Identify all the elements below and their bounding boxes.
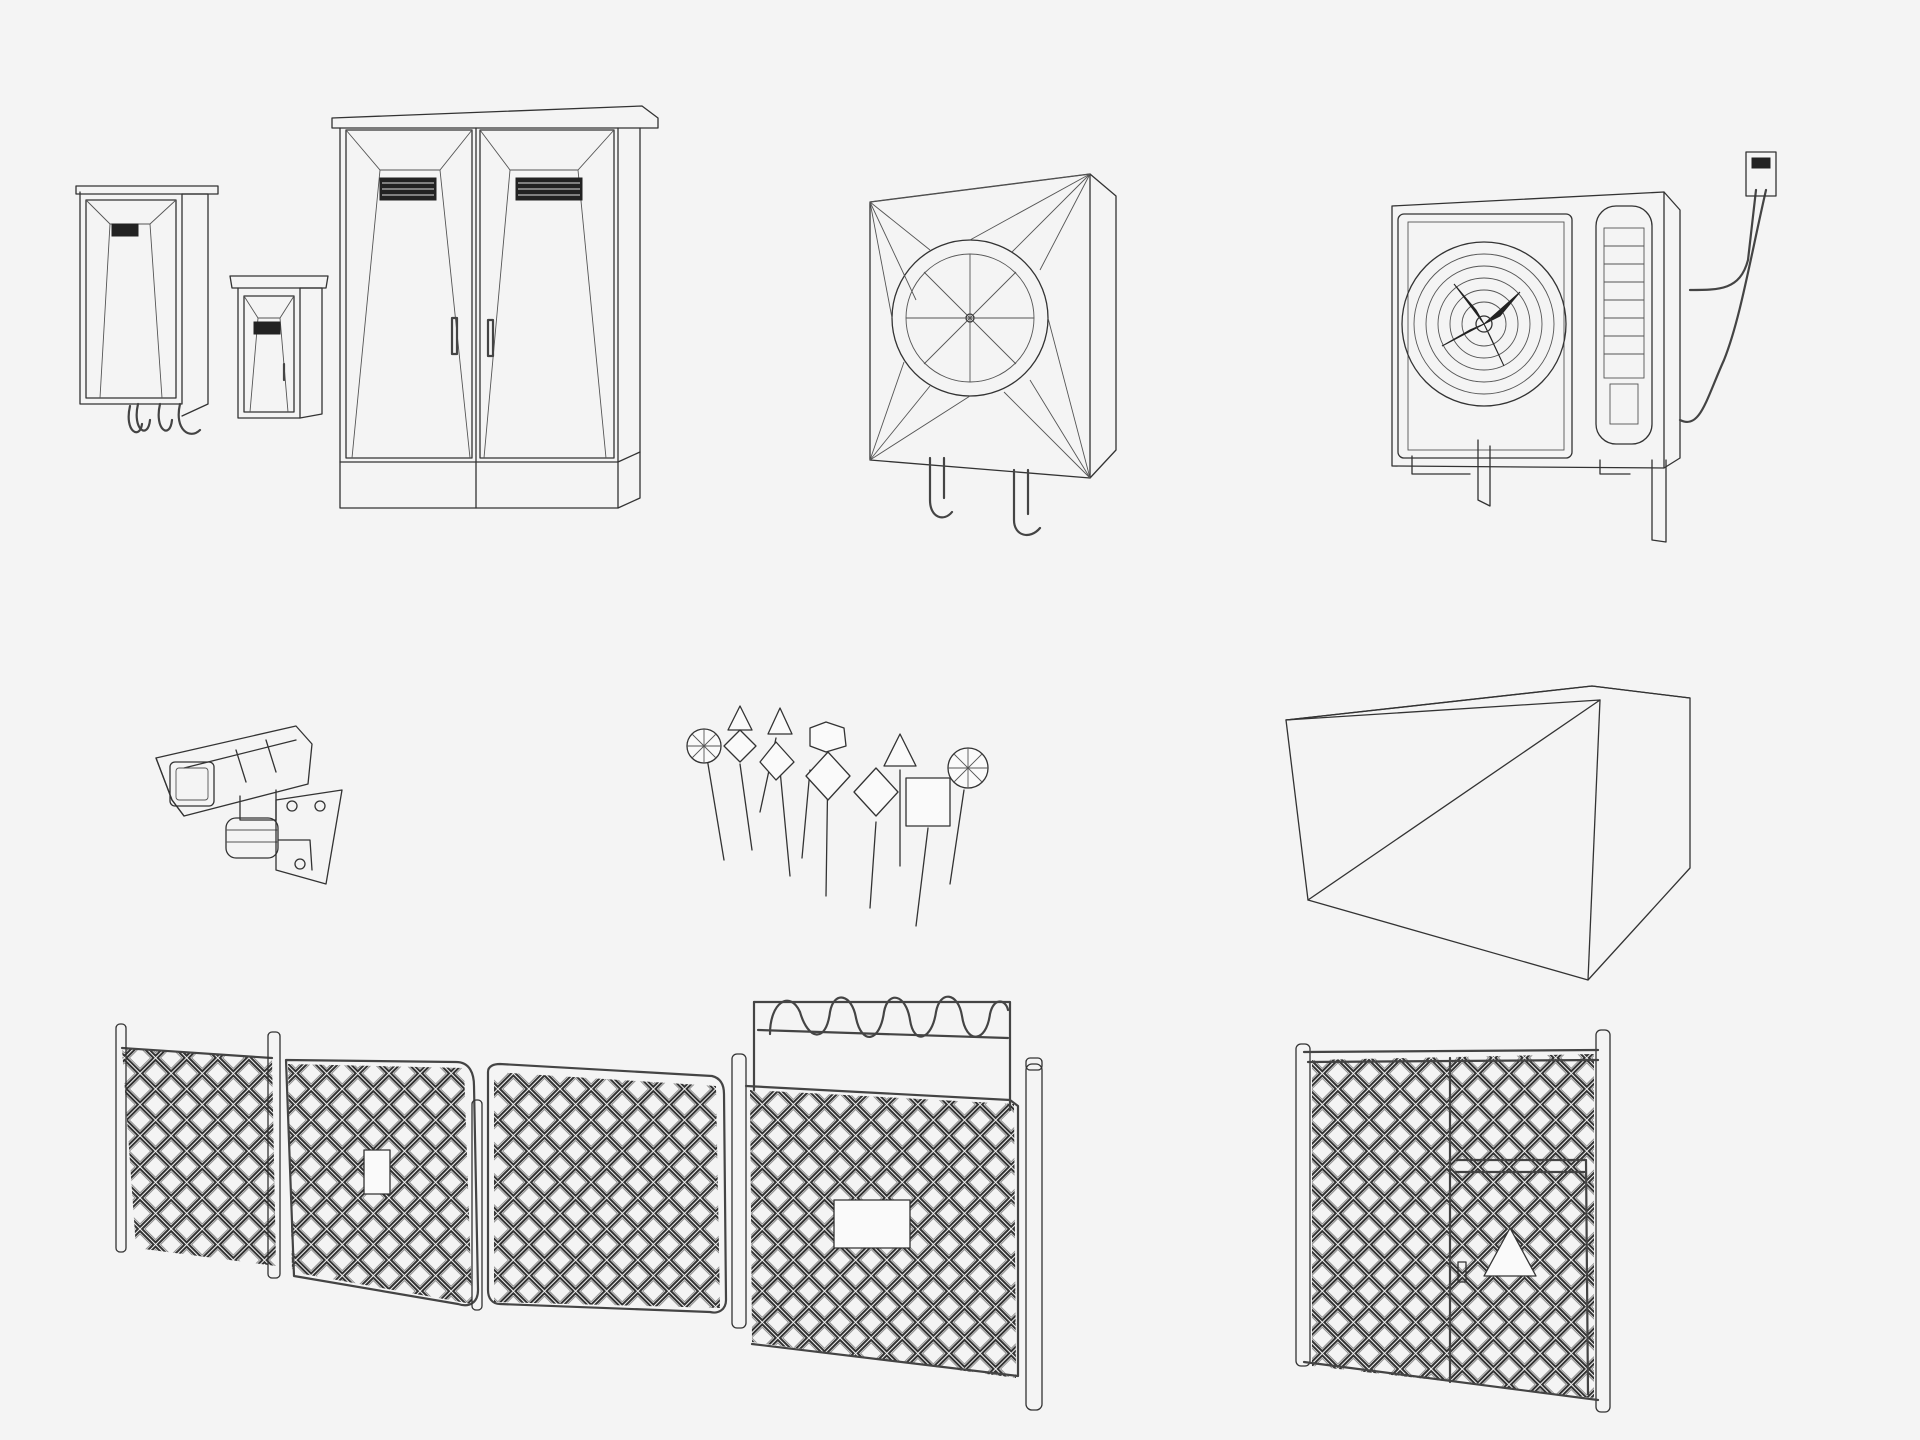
ac-outdoor-unit [1391, 151, 1777, 543]
electrical-cabinet-double [331, 105, 659, 509]
chain-link-fence-run [115, 995, 1043, 1411]
electrical-box-tall [75, 185, 219, 435]
chain-link-gate [1295, 1029, 1611, 1413]
box-block [1285, 685, 1691, 981]
small-signs [686, 705, 989, 927]
security-camera [155, 725, 343, 885]
electrical-box-small [229, 275, 329, 419]
wall-exhaust-fan [869, 173, 1117, 537]
